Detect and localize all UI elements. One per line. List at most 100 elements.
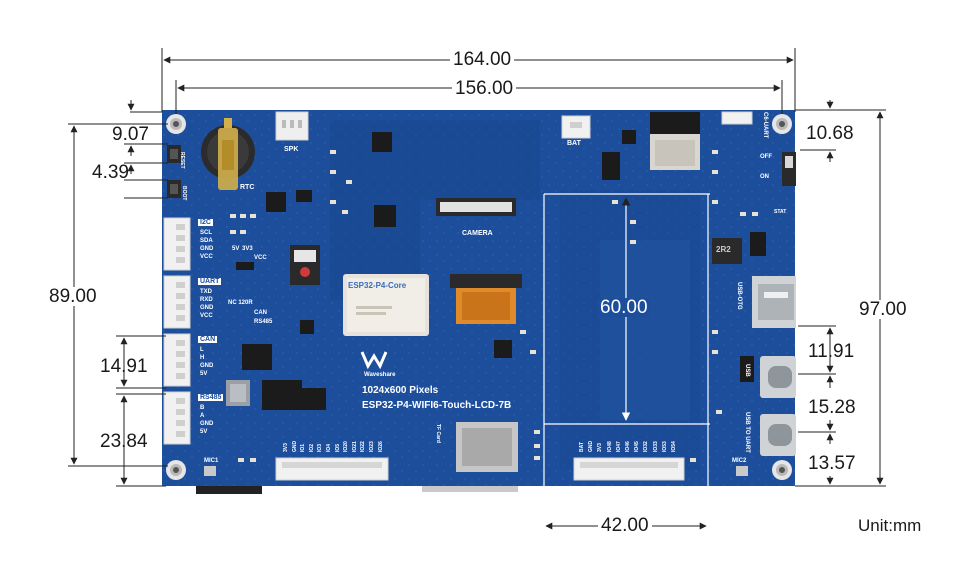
i2c-pin-1: SCL — [200, 230, 212, 236]
nc-120r-label: NC 120R — [228, 300, 253, 306]
mounting-hole-top-right — [772, 114, 792, 134]
mic2-component — [736, 466, 748, 476]
board-edge-connector — [196, 486, 262, 494]
i2c-connector — [163, 217, 191, 271]
overall-height-label: 97.00 — [856, 300, 910, 319]
bottom-header-right — [573, 457, 685, 481]
i2c-title: I2C — [198, 219, 213, 226]
touch-connector — [290, 245, 320, 285]
can-pin-3: GND — [200, 363, 214, 369]
usb-otg-label: USB-OTG — [736, 282, 742, 310]
left-offset-second-label: 4.39 — [92, 162, 129, 183]
esp32-p4-core-module — [343, 274, 429, 336]
display-flex-connector — [450, 274, 522, 324]
c6-uart-connector — [721, 111, 753, 125]
header-pin-label: GND — [588, 440, 595, 452]
spk-label: SPK — [284, 146, 299, 153]
waveshare-logo — [360, 351, 388, 370]
small-components — [236, 130, 766, 470]
hole-spacing-height-label: 89.00 — [46, 287, 100, 306]
can-spacing-label: 14.91 — [100, 356, 148, 377]
chip-2r2-label: 2R2 — [716, 245, 731, 254]
rs485-pin-1: B — [200, 405, 205, 411]
header-pin-label: IO53 — [661, 441, 668, 452]
inductor-2r2 — [712, 238, 742, 264]
i2c-pin-2: SDA — [200, 238, 213, 244]
reset-label: RESET — [179, 152, 185, 169]
header-pin-label: IO33 — [652, 441, 659, 452]
tf-card-slot — [456, 422, 518, 472]
uart-pin-2: RXD — [200, 297, 213, 303]
on-label: ON — [760, 174, 769, 180]
can-pin-1: L — [200, 347, 204, 353]
header-pin-label: IO22 — [360, 441, 367, 452]
usb-port — [760, 356, 796, 398]
off-label: OFF — [760, 154, 772, 160]
header-pin-label: IO1 — [300, 443, 307, 452]
can-title: CAN — [198, 336, 218, 343]
unit-label: Unit:mm — [858, 516, 922, 535]
right-offset-top-label: 10.68 — [806, 123, 854, 144]
header-pin-label: 3V3 — [283, 443, 289, 452]
usb-to-uart-label: USB TO UART — [744, 412, 750, 453]
bat-label: BAT — [567, 140, 581, 147]
rs485-pin-4: 5V — [200, 429, 208, 435]
header-pin-label: IO48 — [606, 441, 613, 452]
mic1-label: MIC1 — [204, 458, 219, 464]
header-pin-label: IO2 — [308, 443, 315, 452]
left-offset-top-label: 9.07 — [112, 124, 149, 145]
i2c-pin-3: GND — [200, 246, 214, 252]
header-pin-label: IO4 — [326, 443, 332, 452]
rtc-label: RTC — [240, 184, 255, 191]
uart-title: UART — [198, 278, 222, 285]
mounting-hole-bottom-right — [772, 460, 792, 480]
bottom-header-left — [275, 457, 389, 481]
rs485-connector — [163, 391, 191, 445]
battery-connector — [561, 115, 591, 139]
header-pin-label: IO45 — [634, 441, 641, 452]
usb-otg-port — [752, 276, 796, 328]
boot-button — [167, 180, 181, 198]
boot-label: BOOT — [181, 186, 187, 201]
resolution-label: 1024x600 Pixels — [362, 385, 439, 396]
wifi-module — [650, 112, 700, 170]
screen-area-outline — [543, 193, 710, 532]
header-pin-label: IO54 — [671, 441, 677, 452]
hole-spacing-width-label: 156.00 — [452, 79, 517, 98]
overall-width-label: 164.00 — [450, 50, 515, 69]
brand-label: Waveshare — [364, 372, 396, 378]
header-pin-label: IO47 — [615, 441, 622, 452]
header-pin-label: 3V3 — [597, 443, 604, 452]
header-pin-label: IO21 — [351, 441, 358, 452]
header-pin-label: IO26 — [377, 441, 384, 452]
power-switch — [782, 152, 796, 186]
uart-pin-3: GND — [200, 305, 214, 311]
header-pin-label: IO23 — [369, 441, 375, 452]
i2c-pin-4: VCC — [200, 254, 213, 260]
board-edge-card — [422, 486, 518, 492]
stat-label: STAT — [774, 209, 787, 215]
can-pin-4: 5V — [200, 371, 208, 377]
rs485-pin-3: GND — [200, 421, 214, 427]
mounting-hole-bottom-left — [166, 460, 186, 480]
rs485-switch-label: RS485 — [254, 319, 273, 325]
can-connector — [163, 333, 191, 387]
can-pin-2: H — [200, 355, 205, 361]
tf-card-label: TF Card — [435, 424, 441, 443]
header-pin-label: IO3 — [317, 443, 324, 452]
usb-spacing-2-label: 15.28 — [808, 397, 856, 418]
product-name-label: ESP32-P4-WIFI6-Touch-LCD-7B — [362, 400, 512, 411]
inductor — [226, 380, 250, 406]
header-pin-label: IO46 — [625, 441, 631, 452]
usb-spacing-3-label: 13.57 — [808, 453, 856, 474]
rs485-title: RS485 — [198, 394, 224, 401]
mic2-label: MIC2 — [732, 458, 747, 464]
reset-button — [167, 145, 181, 163]
volt-3v3-label: 3V3 — [242, 246, 253, 252]
module-title: ESP32-P4-Core — [348, 281, 407, 290]
header-pin-label: IO20 — [343, 441, 350, 452]
rs485-pin-2: A — [200, 413, 205, 419]
header-pin-label: BAT — [579, 442, 585, 452]
screen-height-label: 60.00 — [598, 297, 650, 318]
